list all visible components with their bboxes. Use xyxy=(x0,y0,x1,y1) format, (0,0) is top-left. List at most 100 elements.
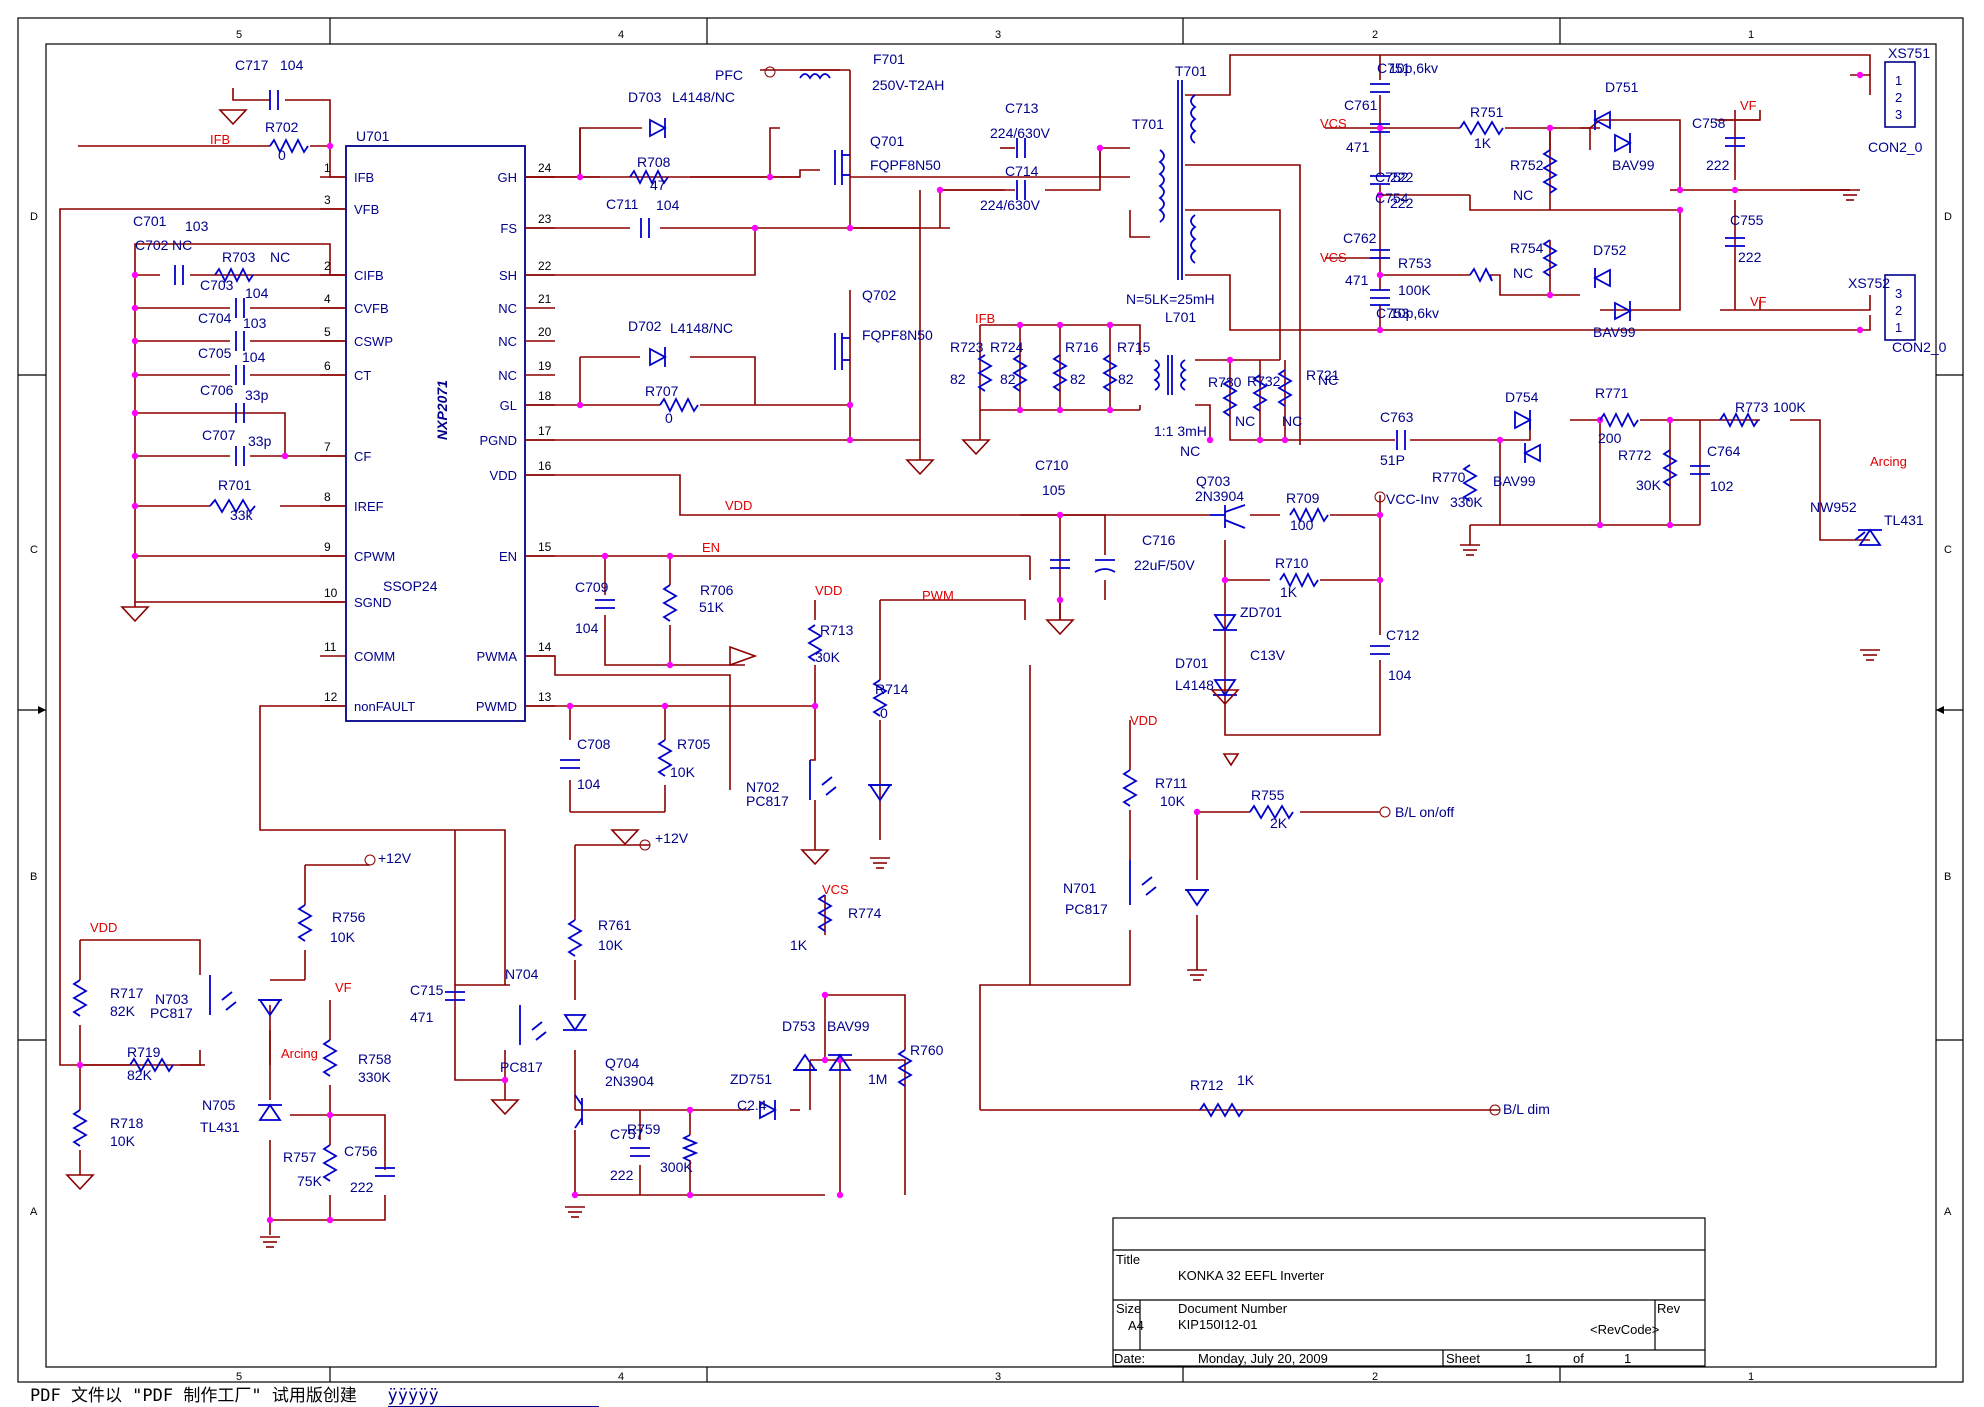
component-value: 222 xyxy=(1390,169,1414,185)
component-value: PC817 xyxy=(500,1059,543,1075)
ic-u701: U701 NXP2071 SSOP24 xyxy=(345,128,526,722)
component-ref: D752 xyxy=(1593,242,1627,258)
component-value: BAV99 xyxy=(1593,324,1636,340)
net-bl-dim: B/L dim xyxy=(1503,1101,1550,1117)
ic-right-pin-number: 15 xyxy=(538,540,552,554)
component-ref: D753 xyxy=(782,1018,816,1034)
zone-col-top: 4 xyxy=(618,29,624,41)
title-value: KONKA 32 EEFL Inverter xyxy=(1178,1268,1325,1283)
ic-left-pin-name: SGND xyxy=(354,595,392,610)
component-value: 330K xyxy=(358,1069,391,1085)
net-vf: VF xyxy=(1740,98,1757,113)
component-value: PC817 xyxy=(746,793,789,809)
component-ref: R721 xyxy=(1306,367,1340,383)
component-value: NC xyxy=(1180,443,1200,459)
component-ref: R759 xyxy=(627,1121,661,1137)
component-ref: R716 xyxy=(1065,339,1099,355)
zone-col-top: 2 xyxy=(1372,29,1378,41)
component-ref: C704 xyxy=(198,310,232,326)
ic-right-pin-number: 20 xyxy=(538,325,552,339)
component-value: 10K xyxy=(330,929,356,945)
component-value: NC xyxy=(1513,265,1533,281)
ic-right-pin-name: PWMD xyxy=(476,699,517,714)
component-value: 1M xyxy=(868,1071,887,1087)
wires xyxy=(59,54,1871,1235)
title-block: Title KONKA 32 EEFL Inverter Size A4 Doc… xyxy=(1112,1217,1706,1367)
net-vdd: VDD xyxy=(725,498,752,513)
component-value: T701 xyxy=(1132,116,1164,132)
ic-left-pin-number: 1 xyxy=(324,161,331,175)
component-ref: D701 xyxy=(1175,655,1209,671)
net-en: EN xyxy=(702,540,720,555)
component-ref: R755 xyxy=(1251,787,1285,803)
component-ref: D751 xyxy=(1605,79,1639,95)
component-ref: ZD751 xyxy=(730,1071,772,1087)
component-value: 33p xyxy=(245,387,269,403)
zone-col-bottom: 1 xyxy=(1748,1371,1754,1383)
component-ref: R760 xyxy=(910,1042,944,1058)
component-value: NC xyxy=(1282,413,1302,429)
net-p12: +12V xyxy=(655,830,689,846)
component-value: 10p,6kv xyxy=(1389,60,1438,76)
component-value: 1K xyxy=(1474,135,1492,151)
ic-right-pin-number: 14 xyxy=(538,640,552,654)
zone-row-left: B xyxy=(30,871,37,883)
component-value: FQPF8N50 xyxy=(870,157,941,173)
component-ref: R770 xyxy=(1432,469,1466,485)
component-value: 224/630V xyxy=(990,125,1051,141)
component-ref: Q702 xyxy=(862,287,896,303)
component-value: 104 xyxy=(575,620,599,636)
component-ref: N704 xyxy=(505,966,539,982)
component-ref: N=5 xyxy=(1126,291,1152,307)
ic-left-pin-number: 2 xyxy=(324,259,331,273)
component-ref: C713 xyxy=(1005,100,1039,116)
zone-row-right: B xyxy=(1944,871,1951,883)
component-value: PC817 xyxy=(150,1005,193,1021)
ic-right-pin-name: EN xyxy=(499,549,517,564)
ic-left-pin-name: CF xyxy=(354,449,371,464)
component-value: 1K xyxy=(790,937,808,953)
component-ref: C707 xyxy=(202,427,236,443)
component-value: 0 xyxy=(880,705,888,721)
component-ref: C703 xyxy=(200,277,234,293)
zone-col-bottom: 5 xyxy=(236,1371,242,1383)
component-ref: C753 xyxy=(1376,305,1410,321)
ic-right-pin-number: 23 xyxy=(538,212,552,226)
ic-left-pin-number: 7 xyxy=(324,440,331,454)
component-ref: R705 xyxy=(677,736,711,752)
component-value: 100K xyxy=(1398,282,1431,298)
component-ref: C716 xyxy=(1142,532,1176,548)
component-ref: R772 xyxy=(1618,447,1652,463)
component-ref: C701 xyxy=(133,213,167,229)
ic-right-pin-number: 17 xyxy=(538,424,552,438)
rev-value: <RevCode> xyxy=(1590,1322,1659,1337)
component-value: 0 xyxy=(665,410,673,426)
component-ref: R754 xyxy=(1510,240,1544,256)
component-value: 200 xyxy=(1598,430,1622,446)
svg-text:1: 1 xyxy=(1895,73,1902,88)
component-value: FQPF8N50 xyxy=(862,327,933,343)
component-value: 0 xyxy=(278,147,286,163)
rev-label: Rev xyxy=(1657,1301,1681,1316)
component-ref: R774 xyxy=(848,905,882,921)
component-ref: R714 xyxy=(875,681,909,697)
ground-symbols xyxy=(65,109,1880,1248)
ic-right-pin-number: 24 xyxy=(538,161,552,175)
component-value: 1K xyxy=(1280,584,1298,600)
component-ref: R713 xyxy=(820,622,854,638)
junction-dots xyxy=(76,71,1864,1224)
footer-link[interactable]: ÿÿÿÿÿ xyxy=(387,1386,599,1407)
component-ref: R730 xyxy=(1208,374,1242,390)
ic-left-pin-number: 10 xyxy=(324,586,338,600)
ic-right-pin-number: 19 xyxy=(538,359,552,373)
size-value: A4 xyxy=(1128,1318,1144,1333)
component-value: NC xyxy=(1235,413,1255,429)
component-ref: C717 xyxy=(235,57,269,73)
component-value: 104 xyxy=(656,197,680,213)
component-ref: C708 xyxy=(577,736,611,752)
component-value: 10K xyxy=(1160,793,1186,809)
component-value: TL431 xyxy=(200,1119,240,1135)
ic-ref: U701 xyxy=(356,128,390,144)
